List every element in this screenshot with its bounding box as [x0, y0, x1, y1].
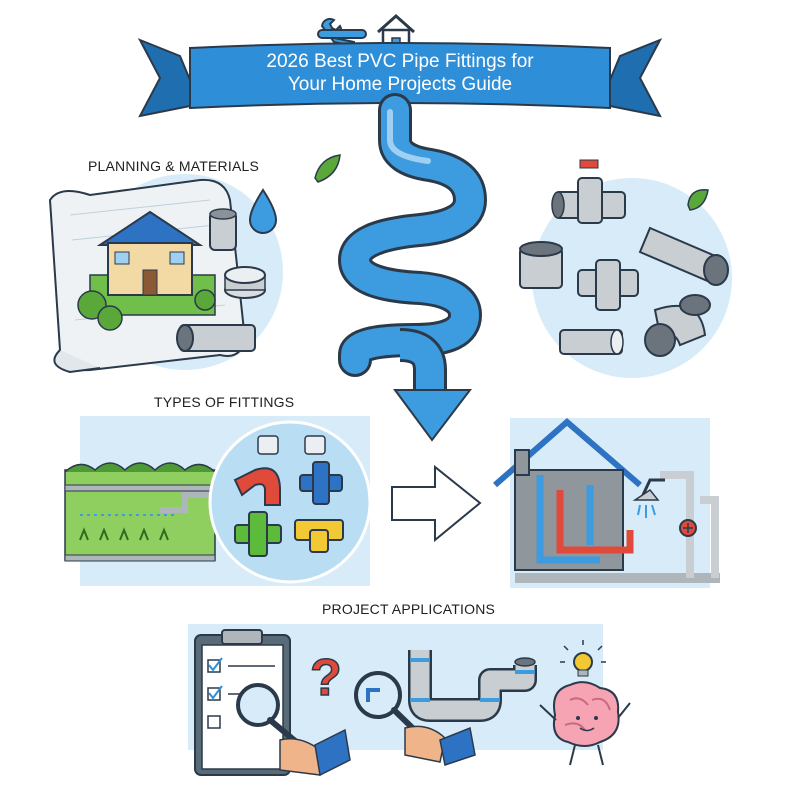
coupling-fitting — [519, 241, 563, 289]
tee-fitting-top — [551, 159, 626, 224]
fittings-circle — [208, 420, 372, 584]
faucet-icon — [257, 435, 326, 455]
wrench-icon — [317, 17, 367, 48]
section-label-applications: PROJECT APPLICATIONS — [322, 601, 496, 617]
blue-cross-fitting — [299, 461, 343, 505]
leaf-icon — [314, 154, 341, 183]
water-drop-icon — [248, 188, 278, 234]
magnifier-icon — [354, 671, 476, 766]
pipe-cap-icon — [224, 266, 266, 299]
house-illustration — [77, 210, 216, 331]
lightbulb-icon — [560, 640, 606, 677]
leaf-icon — [687, 189, 709, 211]
section-label-planning: PLANNING & MATERIALS — [88, 158, 260, 174]
arrow-down-icon — [393, 389, 473, 442]
elbow-fitting — [644, 294, 711, 357]
tee-fitting-middle — [577, 259, 639, 311]
central-pipe — [337, 93, 488, 400]
pipe-coupling-icon — [209, 208, 237, 251]
red-elbow-fitting — [233, 467, 281, 506]
plumbing-house — [493, 418, 720, 583]
title-line-1: 2026 Best PVC Pipe Fittings for — [266, 51, 534, 72]
brain-icon — [539, 681, 631, 766]
irrigation-garden — [64, 462, 216, 562]
shower-icon — [632, 478, 665, 518]
svg-text:?: ? — [310, 649, 342, 707]
pipe-assembly — [408, 650, 537, 722]
pipe-section-icon — [176, 324, 256, 352]
title-banner-text: 2026 Best PVC Pipe Fittings for Your Hom… — [160, 50, 640, 96]
arrow-right-icon — [391, 464, 482, 543]
section-label-types: TYPES OF FITTINGS — [154, 394, 295, 410]
magnifier-icon — [236, 683, 351, 777]
valve-icon — [679, 519, 697, 537]
long-pipe-fitting — [638, 226, 729, 286]
title-banner — [137, 38, 663, 118]
checkbox-icon — [207, 657, 275, 729]
title-line-2: Your Home Projects Guide — [287, 74, 513, 95]
short-pipe-fitting — [559, 329, 624, 355]
green-cross-fitting — [234, 511, 282, 557]
question-mark-icon: ? — [309, 648, 342, 708]
yellow-tee-fitting — [294, 519, 344, 553]
